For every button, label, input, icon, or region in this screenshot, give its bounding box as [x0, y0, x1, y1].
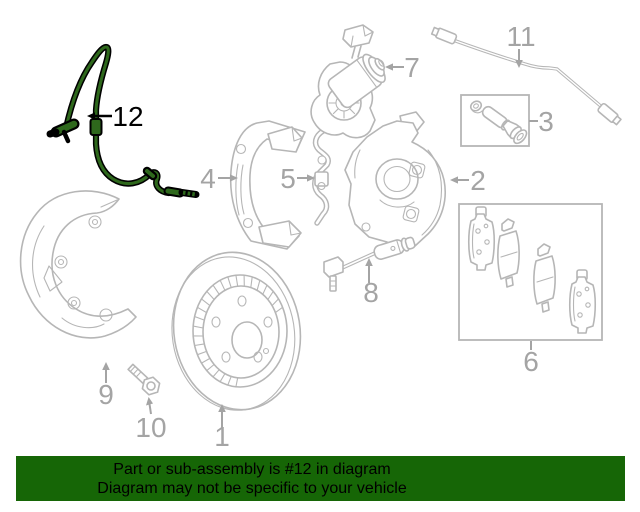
callout-8-number: 8 — [363, 277, 379, 308]
brake-rotor-drawing — [171, 251, 302, 411]
callout-7: 7 — [385, 52, 420, 83]
callout-2: 2 — [450, 165, 486, 196]
callout-6-number: 6 — [523, 346, 539, 377]
wear-sensor-drawing — [323, 236, 416, 292]
callout-12-highlighted: 12 — [87, 101, 144, 132]
callout-10: 10 — [135, 397, 167, 443]
callout-3-number: 3 — [538, 106, 554, 137]
bolt-drawing — [127, 363, 161, 396]
callout-1-number: 1 — [214, 421, 230, 452]
callout-9: 9 — [98, 362, 114, 410]
callout-6: 6 — [523, 341, 539, 377]
callout-5-number: 5 — [280, 163, 296, 194]
wear-sensor-wire-highlighted-drawing — [46, 43, 200, 198]
callout-11-number: 11 — [506, 21, 535, 52]
callout-12-number: 12 — [112, 101, 143, 132]
callout-4-number: 4 — [200, 163, 216, 194]
guide-pin-kit-drawing — [460, 94, 530, 147]
callout-4: 4 — [200, 163, 238, 194]
splash-shield-drawing — [19, 190, 137, 339]
callout-3: 3 — [529, 106, 554, 137]
callout-9-number: 9 — [98, 379, 114, 410]
note-line-2: Diagram may not be specific to your vehi… — [97, 479, 407, 497]
callout-11: 11 — [506, 21, 536, 68]
callout-1: 1 — [214, 404, 230, 452]
callout-5: 5 — [280, 163, 315, 194]
note-line-1: Part or sub-assembly is #12 in diagram — [113, 460, 391, 478]
brake-pad-set-drawing — [458, 203, 603, 341]
callout-7-number: 7 — [404, 52, 420, 83]
parking-brake-actuator-drawing — [310, 24, 386, 139]
brake-caliper-drawing — [344, 111, 446, 252]
pad-retainer-spring-drawing — [312, 128, 332, 226]
callout-2-number: 2 — [470, 165, 486, 196]
callout-10-number: 10 — [135, 412, 166, 443]
diagram-note-banner: Part or sub-assembly is #12 in diagram D… — [16, 456, 625, 501]
caliper-bracket-drawing — [229, 120, 306, 250]
brake-hose-drawing — [430, 26, 622, 126]
callout-8: 8 — [363, 258, 379, 308]
